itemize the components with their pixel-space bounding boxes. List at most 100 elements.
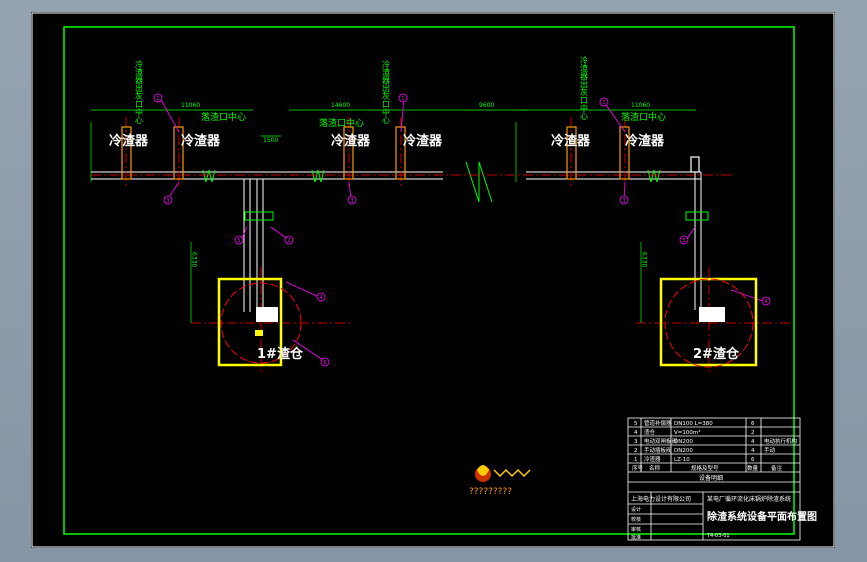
- row-3-no: 3: [634, 439, 638, 445]
- row-3-name: 电动双闸板阀: [644, 437, 677, 445]
- dim-short: 1500: [263, 137, 278, 144]
- svg-text:5: 5: [237, 238, 240, 244]
- svg-text:1: 1: [602, 100, 605, 106]
- sign-off-rows: 设计 校核 审核 批准: [631, 506, 641, 541]
- silo-1: 1#渣仓: [217, 277, 304, 367]
- dim-span-middle: 9600: [479, 102, 494, 109]
- header-spec: 规格及型号: [691, 464, 719, 472]
- cooler-label-6: 冷渣器: [625, 133, 665, 149]
- svg-text:批准: 批准: [631, 534, 641, 541]
- row-5-name: 管道补偿器: [644, 419, 672, 427]
- row-4-spec: V=100m³: [674, 429, 700, 436]
- row-3-spec: DN200: [674, 439, 693, 445]
- svg-text:4: 4: [319, 295, 322, 301]
- callout-bubble-3b: [347, 195, 357, 205]
- row-4-no: 4: [634, 430, 638, 436]
- company-logo: ?????????: [469, 465, 531, 497]
- header-note: 备注: [771, 464, 783, 472]
- callout-bubble-1b: [398, 93, 408, 103]
- svg-text:3: 3: [622, 198, 625, 204]
- silo-1-label: 1#渣仓: [257, 346, 304, 362]
- row-4-qty: 2: [751, 430, 755, 436]
- dimension-lines: [90, 109, 696, 323]
- centerlines: [91, 117, 791, 372]
- equipment-table: 5 管道补偿器 DN100 L=380 6 4 渣仓 V=100m³ 2 3 电…: [632, 419, 798, 472]
- svg-text:3: 3: [166, 198, 169, 204]
- svg-text:1: 1: [401, 96, 404, 102]
- svg-text:设计: 设计: [631, 506, 641, 513]
- logo-caption: ?????????: [469, 487, 512, 497]
- slag-outlet-note-2: 落渣口中心: [319, 117, 364, 129]
- drawing-number: T4-03-01: [706, 533, 730, 539]
- callout-bubble-4b: [761, 296, 771, 306]
- row-2-qty: 4: [751, 448, 755, 454]
- header-no: 序号: [632, 464, 644, 472]
- dim-top-center: 14600: [331, 102, 350, 109]
- dim-top-left: 11060: [181, 102, 200, 109]
- row-3-qty: 4: [751, 439, 755, 445]
- cooler-label-3: 冷渣器: [331, 133, 371, 149]
- drawing-title: 除渣系统设备平面布置图: [707, 510, 817, 523]
- row-1-no: 1: [634, 457, 638, 463]
- svg-text:4: 4: [764, 299, 767, 305]
- pipe-compensators: [202, 161, 709, 221]
- header-name: 名称: [649, 464, 661, 472]
- svg-text:2: 2: [287, 238, 290, 244]
- row-3-note: 电动执行机构: [764, 437, 798, 445]
- vertical-note-1: 冷渣器出灰口中心: [135, 59, 144, 124]
- equipment-list-title: 设备明细: [699, 474, 723, 482]
- svg-text:5: 5: [682, 238, 685, 244]
- row-5-spec: DN100 L=380: [674, 421, 713, 427]
- callout-numbers: 1 3 1 3 1 3 5 2 4 6 5 4: [156, 96, 767, 366]
- cooler-label-1: 冷渣器: [109, 133, 149, 149]
- callout-bubble-5a: [234, 235, 244, 245]
- cooler-label-4: 冷渣器: [403, 133, 443, 149]
- row-1-qty: 6: [751, 457, 755, 463]
- callout-bubble-3a: [163, 195, 173, 205]
- header-qty: 数量: [747, 464, 759, 472]
- svg-text:1: 1: [156, 96, 159, 102]
- dim-vertical-right: 6330: [641, 252, 648, 267]
- silo-2: 2#渣仓: [659, 277, 758, 368]
- dim-top-right: 11060: [631, 102, 650, 109]
- cooler-units: [121, 126, 700, 180]
- row-5-qty: 6: [751, 421, 755, 427]
- drawing-viewport[interactable]: 冷渣器 冷渣器 冷渣器 冷渣器 冷渣器 冷渣器 落渣口中心 落渣口中心 落渣口中…: [31, 12, 835, 548]
- dim-vertical-left: 6330: [191, 252, 198, 267]
- svg-text:审核: 审核: [631, 526, 641, 533]
- title-block: [627, 417, 801, 541]
- svg-text:6: 6: [323, 360, 326, 366]
- row-2-note: 手动: [764, 446, 776, 454]
- project-name: 某电厂循环流化床锅炉除渣系统: [707, 495, 791, 503]
- callout-bubble-5b: [679, 235, 689, 245]
- callout-bubbles: [153, 93, 771, 367]
- cooler-label-2: 冷渣器: [181, 133, 221, 149]
- pipe-network: [91, 171, 702, 312]
- slag-outlet-note-3: 落渣口中心: [621, 111, 666, 123]
- callout-bubble-1a: [153, 93, 163, 103]
- sheet-frame: [31, 12, 835, 548]
- row-2-no: 2: [634, 448, 638, 454]
- cad-drawing: 冷渣器 冷渣器 冷渣器 冷渣器 冷渣器 冷渣器 落渣口中心 落渣口中心 落渣口中…: [31, 12, 835, 548]
- callout-bubble-2a: [284, 235, 294, 245]
- company-name: 上海电力设计有限公司: [631, 495, 691, 503]
- callout-bubble-1c: [599, 97, 609, 107]
- slag-outlet-note-1: 落渣口中心: [201, 111, 246, 123]
- svg-text:3: 3: [350, 198, 353, 204]
- row-4-name: 渣仓: [644, 428, 656, 436]
- row-5-no: 5: [634, 421, 638, 427]
- cooler-label-5: 冷渣器: [551, 133, 591, 149]
- callout-bubble-6a: [320, 357, 330, 367]
- svg-text:校核: 校核: [631, 516, 641, 523]
- row-1-spec: LZ-10: [674, 457, 690, 463]
- row-2-spec: DN200: [674, 448, 693, 454]
- callout-bubble-3c: [619, 195, 629, 205]
- row-2-name: 手动插板阀: [644, 446, 672, 454]
- vertical-note-2: 冷渣器出灰口中心: [382, 59, 391, 124]
- drawing-border: [63, 26, 795, 535]
- callout-bubble-4a: [316, 292, 326, 302]
- silo-2-label: 2#渣仓: [693, 346, 740, 362]
- vertical-note-3: 冷渣器出灰口中心: [580, 55, 589, 120]
- row-1-name: 冷渣器: [644, 455, 661, 463]
